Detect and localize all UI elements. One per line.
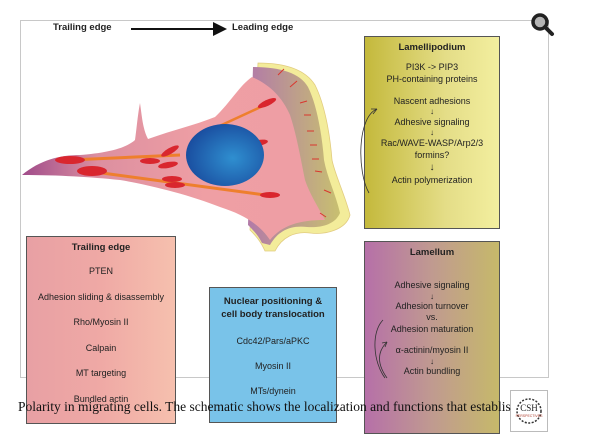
trailing-edge-line: MT targeting [75, 368, 127, 378]
adhesion [55, 156, 85, 164]
lamellipodium-line: PI3K -> PIP3 [405, 62, 459, 72]
lamellipodium-line: formins? [414, 150, 450, 160]
adhesion [260, 192, 280, 198]
lamellipodium-line: Nascent adhesions [393, 96, 471, 106]
lamellum-title: Lamellum [409, 247, 455, 258]
trailing-edge-direction-label: Trailing edge [53, 22, 112, 33]
lamellipodium-line: Adhesive signaling [394, 117, 470, 127]
nuclear-positioning-box: Nuclear positioning & cell body transloc… [209, 287, 337, 423]
leading-edge-direction-label: Leading edge [232, 22, 294, 33]
feedback-arrow-icon [360, 108, 378, 194]
down-arrow-icon: ↓ [430, 291, 434, 301]
trailing-edge-line: PTEN [88, 266, 113, 276]
lamellum-line: α-actinin/myosin II [395, 345, 469, 355]
csh-logo-subtext: PERSPECTIVES [515, 414, 543, 418]
lamellum-line: Adhesion turnover [395, 300, 469, 311]
trailing-edge-line: Adhesion sliding & disassembly [37, 291, 165, 302]
lamellipodium-title: Lamellipodium [398, 42, 466, 53]
nuclear-title-line: Nuclear positioning & [223, 296, 323, 307]
adhesion [165, 182, 185, 188]
down-arrow-icon: ↓ [430, 128, 434, 137]
adhesion [161, 145, 179, 157]
direction-arrow-head [213, 22, 227, 36]
down-arrow-icon: ↓ [430, 356, 434, 366]
nucleus [186, 124, 264, 186]
trailing-edge-title: Trailing edge [71, 242, 131, 253]
magnifier-icon [531, 13, 554, 36]
csh-logo-text: CSH [520, 403, 538, 413]
lamellum-line: vs. [426, 312, 438, 322]
adhesion [158, 161, 178, 169]
migrating-cell-illustration [22, 62, 351, 252]
trailing-edge-line: Rho/Myosin II [73, 317, 129, 327]
nuclear-line: MTs/dynein [250, 386, 296, 396]
nuclear-line: Myosin II [254, 361, 291, 371]
zoom-button[interactable] [528, 10, 558, 38]
lamellipodium-line: Rac/WAVE-WASP/Arp2/3 [380, 138, 484, 148]
trailing-edge-box: Trailing edge PTEN Adhesion sliding & di… [26, 236, 176, 424]
feedback-arrow-icon [374, 319, 388, 379]
down-arrow-icon: ↓ [429, 162, 435, 173]
lamellum-line: Adhesion maturation [390, 323, 474, 334]
direction-arrow-line [131, 28, 216, 30]
lamellipodium-box: Lamellipodium PI3K -> PIP3 PH-containing… [360, 36, 500, 229]
cell-body [22, 77, 325, 240]
down-arrow-icon: ↓ [430, 107, 434, 116]
lamellipodium-line: PH-containing proteins [386, 74, 478, 84]
lamellum-line: Actin bundling [403, 365, 461, 376]
leading-edge-actin-marks [277, 68, 332, 218]
lamellum-line: Adhesive signaling [394, 280, 470, 290]
adhesion [140, 158, 160, 164]
trailing-edge-line: Calpain [85, 342, 117, 353]
adhesion [162, 176, 182, 182]
nuclear-title-line: cell body translocation [221, 309, 325, 320]
adhesion [257, 97, 277, 109]
lamellum-box: Lamellum Adhesive signaling ↓ Adhesion t… [364, 241, 500, 434]
figure-caption: Polarity in migrating cells. The schemat… [18, 399, 511, 414]
adhesion [77, 166, 107, 176]
lamellipodium-line: Actin polymerization [391, 175, 473, 185]
trailing-edge-line: Bundled actin [73, 393, 129, 404]
nuclear-line: Cdc42/Pars/aPKC [236, 336, 310, 346]
csh-perspectives-logo: CSH PERSPECTIVES [510, 390, 548, 432]
